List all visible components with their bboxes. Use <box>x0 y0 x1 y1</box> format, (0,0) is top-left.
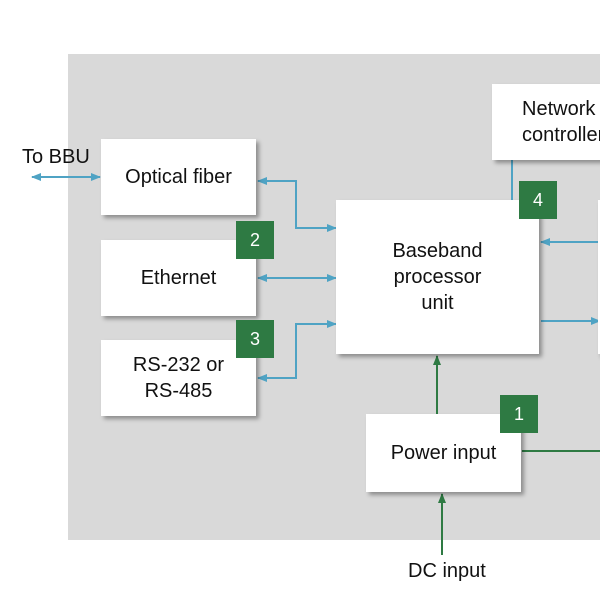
right-block-edge <box>598 200 600 354</box>
rs-link-arrow <box>257 320 337 382</box>
power-number-badge: 1 <box>500 395 538 433</box>
serial-port-label-line2: RS-485 <box>144 380 213 402</box>
power-input-block: Power input <box>366 414 521 492</box>
serial-port-label-line1: RS-232 or <box>132 354 225 376</box>
power-input-label: Power input <box>390 442 497 464</box>
optical-link-arrow <box>257 177 337 232</box>
baseband-processor-block: Baseband processor unit <box>336 200 539 354</box>
baseband-label-line2: processor <box>393 266 482 288</box>
baseband-label-line3: unit <box>421 292 454 314</box>
to-bbu-label: To BBU <box>22 146 90 168</box>
serial-port-block: RS-232 or RS-485 <box>101 340 256 416</box>
dc-input-label: DC input <box>408 560 486 582</box>
baseband-label-line1: Baseband <box>392 240 483 262</box>
serial-port-number-badge: 3 <box>236 320 274 358</box>
ethernet-block: Ethernet <box>101 240 256 316</box>
network-label-line1: Network <box>522 98 596 120</box>
network-controller-block: Network controller <box>492 84 600 160</box>
optical-fiber-label: Optical fiber <box>125 166 232 188</box>
optical-fiber-block: Optical fiber <box>101 139 256 215</box>
ethernet-label: Ethernet <box>140 267 217 289</box>
ethernet-number-badge: 2 <box>236 221 274 259</box>
network-label-line2: controller <box>522 124 600 146</box>
baseband-number-badge: 4 <box>519 181 557 219</box>
